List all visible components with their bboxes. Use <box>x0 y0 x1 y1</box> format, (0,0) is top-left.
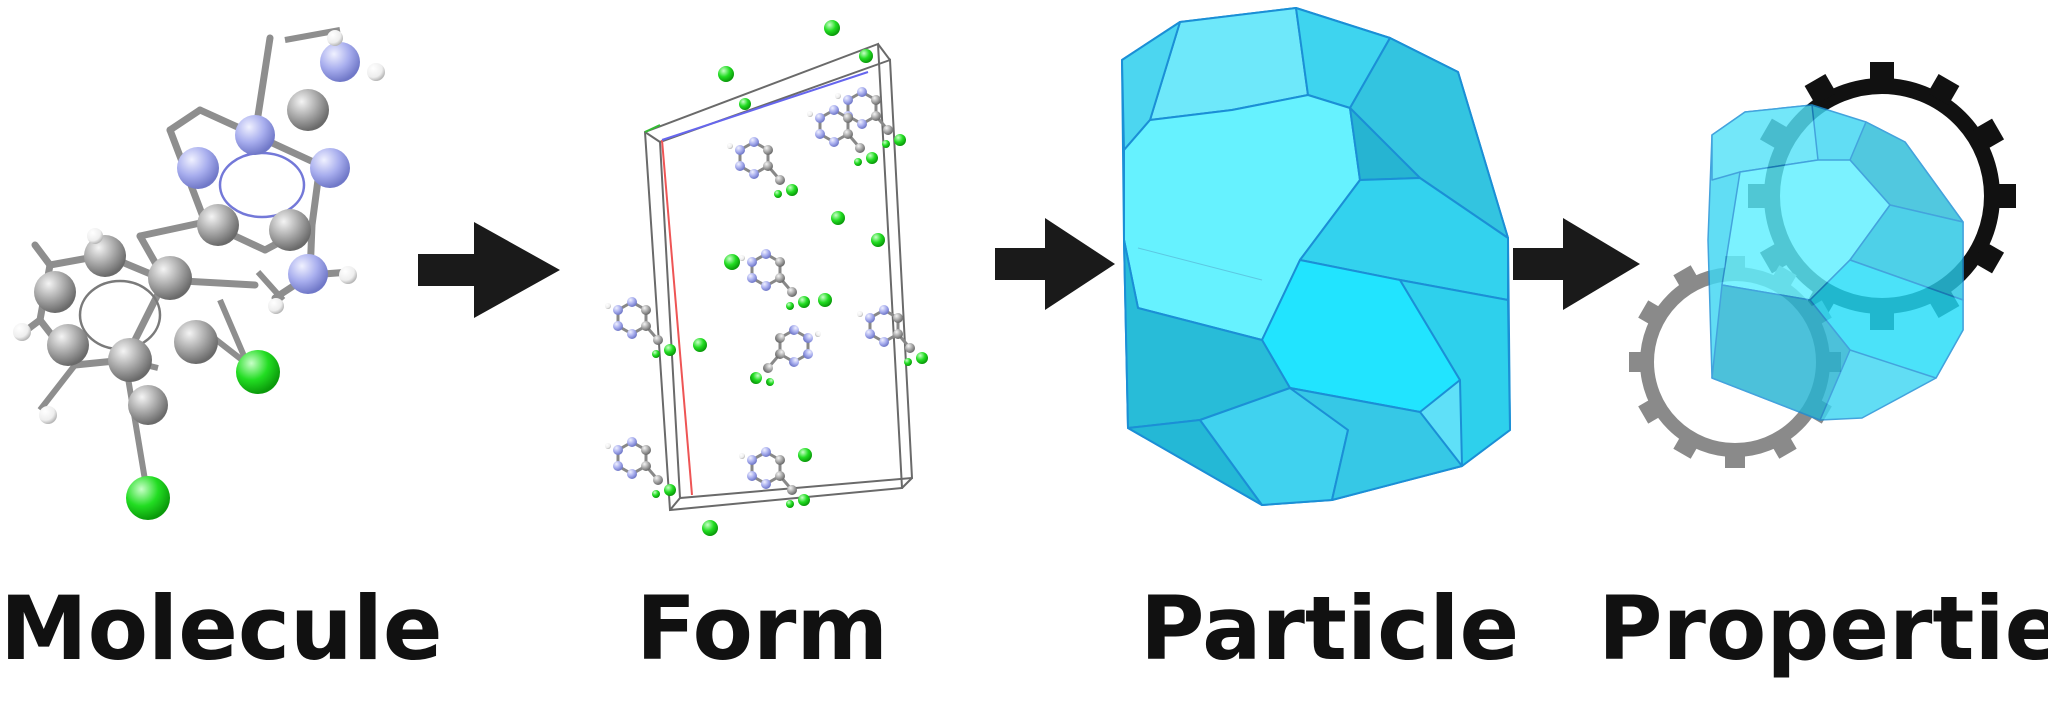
properties-gears-icon <box>1629 62 2016 468</box>
arrow-right-icon <box>995 218 1115 310</box>
stage-label-form: Form <box>636 577 889 680</box>
crystal-particle-icon <box>1121 7 1511 506</box>
stage-label-particle: Particle <box>1140 577 1520 680</box>
crystal-packing-icon <box>603 20 930 536</box>
stage-label-properties: Properties <box>1598 577 2048 680</box>
arrow-right-icon <box>1513 218 1640 310</box>
arrow-right-icon <box>418 222 560 318</box>
molecule-icon <box>13 27 385 520</box>
crystal-particle-small-icon <box>1707 104 1964 421</box>
stage-label-molecule: Molecule <box>0 577 443 680</box>
